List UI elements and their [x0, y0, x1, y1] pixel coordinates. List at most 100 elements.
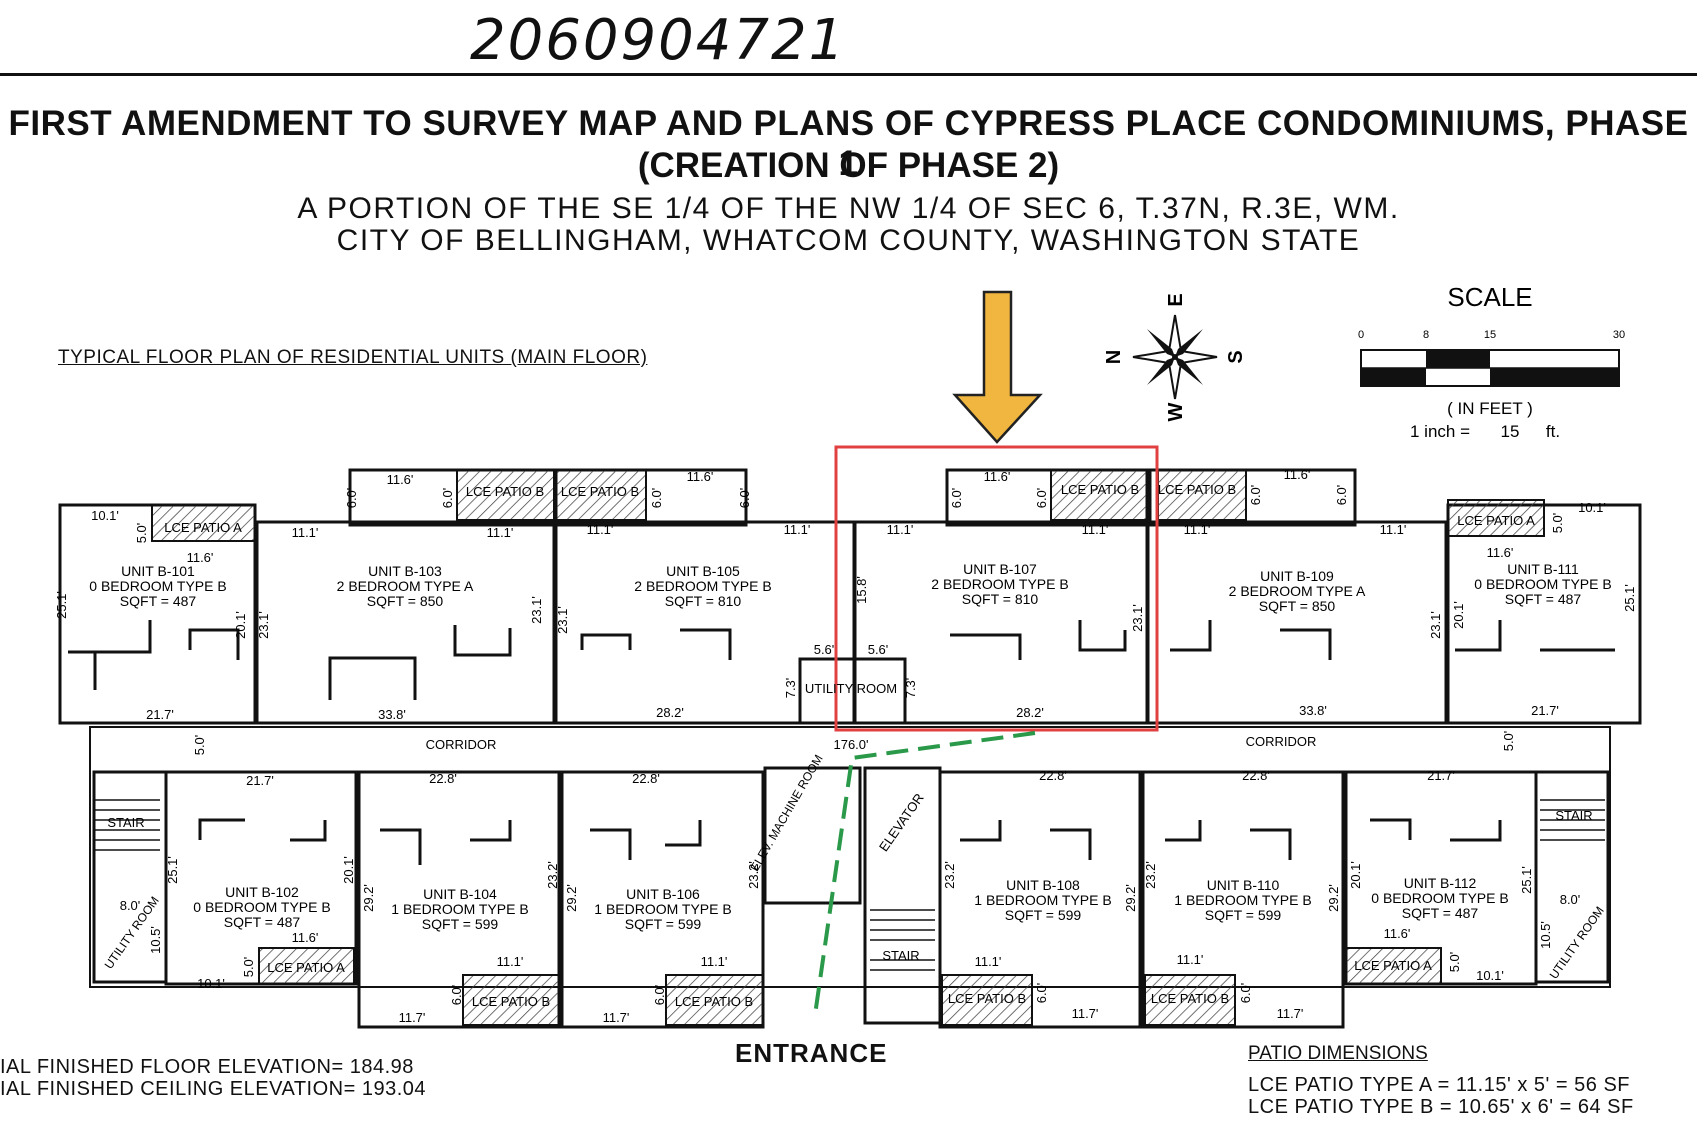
stair-treads	[95, 799, 1605, 971]
patio-type-a: LCE PATIO TYPE A = 11.15' x 5' = 56 SF	[1248, 1074, 1631, 1096]
unit-b106-label: UNIT B-106	[626, 886, 700, 902]
unit-b105-type: 2 BEDROOM TYPE B	[634, 578, 771, 594]
dim-label: 23.2'	[545, 861, 560, 889]
compass-rose: E N S W	[1103, 293, 1247, 421]
unit-b108-label: UNIT B-108	[1006, 877, 1080, 893]
patio-label-b105: LCE PATIO B	[561, 484, 639, 499]
dim-label: 20.1'	[233, 611, 248, 639]
dim-label: 10.1'	[91, 508, 119, 523]
elev-machine-room-label: ELEV. MACHINE ROOM	[747, 752, 825, 874]
dim-label: 22.8'	[632, 771, 660, 786]
dim-label: 5.6'	[868, 642, 889, 657]
unit-b107-label: UNIT B-107	[963, 561, 1037, 577]
dim-label: 23.1'	[1130, 604, 1145, 632]
unit-b111-type: 0 BEDROOM TYPE B	[1474, 576, 1611, 592]
scale-ratio-value: 15	[1501, 422, 1520, 441]
dim-label: 23.1'	[529, 596, 544, 624]
dim-label: 6.0'	[344, 488, 359, 509]
compass-east: E	[1165, 293, 1187, 306]
unit-b112-label: UNIT B-112	[1404, 875, 1477, 891]
dim-label: 29.2'	[1123, 884, 1138, 912]
floor-elevation: IAL FINISHED FLOOR ELEVATION= 184.98	[0, 1056, 414, 1078]
unit-b111-sqft: SQFT = 487	[1505, 591, 1582, 607]
patio-label-b109: LCE PATIO B	[1158, 482, 1236, 497]
dim-label: 10.1'	[197, 976, 225, 991]
patio-label-b104: LCE PATIO B	[472, 994, 550, 1009]
dim-label: 11.1'	[1380, 522, 1407, 537]
dim-label: 21.7'	[146, 707, 174, 722]
dim-label: 11.7'	[603, 1010, 630, 1025]
dim-label: 11.6'	[1384, 926, 1411, 941]
unit-b112-type: 0 BEDROOM TYPE B	[1371, 890, 1508, 906]
entrance-path	[813, 731, 1036, 1016]
dim-label: 25.1'	[54, 591, 69, 619]
dim-label: 11.1'	[1082, 522, 1109, 537]
patio-label-b102: LCE PATIO A	[267, 960, 345, 975]
building-outline	[58, 468, 1642, 1029]
scale-bar: SCALE 0 8 15 30 ( IN FEET ) 1 inch = 15 …	[1358, 282, 1625, 441]
dim-label: 22.8'	[429, 771, 457, 786]
dim-label: 6.0'	[440, 488, 455, 509]
dim-label: 11.6'	[984, 469, 1011, 484]
dim-label: 6.0'	[652, 985, 667, 1006]
dim-label: 6.0'	[737, 488, 752, 509]
unit-b103-label: UNIT B-103	[368, 563, 442, 579]
dim-label: 22.8'	[1039, 768, 1067, 783]
dim-label: 5.0'	[241, 957, 256, 978]
unit-b112-sqft: SQFT = 487	[1402, 905, 1479, 921]
dim-label: 11.1'	[1177, 952, 1204, 967]
dim-label: 11.1'	[975, 954, 1002, 969]
corridor-label-left: CORRIDOR	[426, 737, 497, 752]
dim-label: 25.1'	[165, 856, 180, 884]
highlight-box	[834, 445, 1159, 732]
unit-b106-sqft: SQFT = 599	[625, 916, 702, 932]
dim-label: 6.0'	[1238, 983, 1253, 1004]
dim-label: 5.0'	[1550, 513, 1565, 534]
unit-b104-label: UNIT B-104	[423, 886, 497, 902]
dim-label: 8.0'	[1560, 892, 1581, 907]
corridor-label-right: CORRIDOR	[1246, 734, 1317, 749]
dim-label: 11.1'	[487, 525, 514, 540]
dim-label: 28.2'	[656, 705, 684, 720]
dim-label: 6.0'	[1034, 488, 1049, 509]
dim-label: 25.1'	[1622, 584, 1637, 612]
scale-title: SCALE	[1447, 282, 1532, 312]
unit-b101-label: UNIT B-101	[121, 563, 195, 579]
dim-label: 29.2'	[1326, 884, 1341, 912]
dim-label: 21.7'	[1531, 703, 1559, 718]
scale-ratio-label: 1 inch =	[1410, 422, 1470, 441]
patios	[151, 469, 1545, 1026]
dim-label: 23.1'	[256, 611, 271, 639]
dim-label: 33.8'	[1299, 703, 1327, 718]
dim-label: 5.6'	[814, 642, 835, 657]
patio-type-b: LCE PATIO TYPE B = 10.65' x 6' = 64 SF	[1248, 1096, 1634, 1118]
compass-north: N	[1103, 350, 1125, 364]
stair-label-center: STAIR	[882, 948, 919, 963]
compass-west: W	[1165, 402, 1187, 421]
unit-b102-type: 0 BEDROOM TYPE B	[193, 899, 330, 915]
dim-label: 11.6'	[1487, 545, 1514, 560]
dim-label: 23.1'	[555, 606, 570, 634]
patio-label-b111: LCE PATIO A	[1457, 513, 1535, 528]
floor-plan-label: TYPICAL FLOOR PLAN OF RESIDENTIAL UNITS …	[58, 347, 648, 368]
dim-label: 15.8'	[854, 576, 869, 604]
unit-b105-label: UNIT B-105	[666, 563, 740, 579]
pointer-arrow	[952, 290, 1043, 444]
patio-label-b103: LCE PATIO B	[466, 484, 544, 499]
dim-label: 11.1'	[887, 522, 914, 537]
dim-label: 29.2'	[564, 884, 579, 912]
scale-ratio-unit: ft.	[1546, 422, 1560, 441]
dim-label: 10.5'	[148, 926, 163, 954]
elevator-label: ELEVATOR	[876, 791, 927, 855]
interior-walls	[68, 620, 1615, 865]
dim-label: 11.1'	[587, 522, 614, 537]
dim-label: 23.1'	[1428, 611, 1443, 639]
unit-b108-type: 1 BEDROOM TYPE B	[974, 892, 1111, 908]
unit-b109-sqft: SQFT = 850	[1259, 598, 1336, 614]
utility-room-right-label: UTILITY ROOM	[1547, 904, 1607, 982]
unit-b106-type: 1 BEDROOM TYPE B	[594, 901, 731, 917]
dim-label: 21.7'	[1427, 768, 1455, 783]
scale-tick-0: 0	[1358, 329, 1364, 341]
patio-label-b107: LCE PATIO B	[1061, 482, 1139, 497]
